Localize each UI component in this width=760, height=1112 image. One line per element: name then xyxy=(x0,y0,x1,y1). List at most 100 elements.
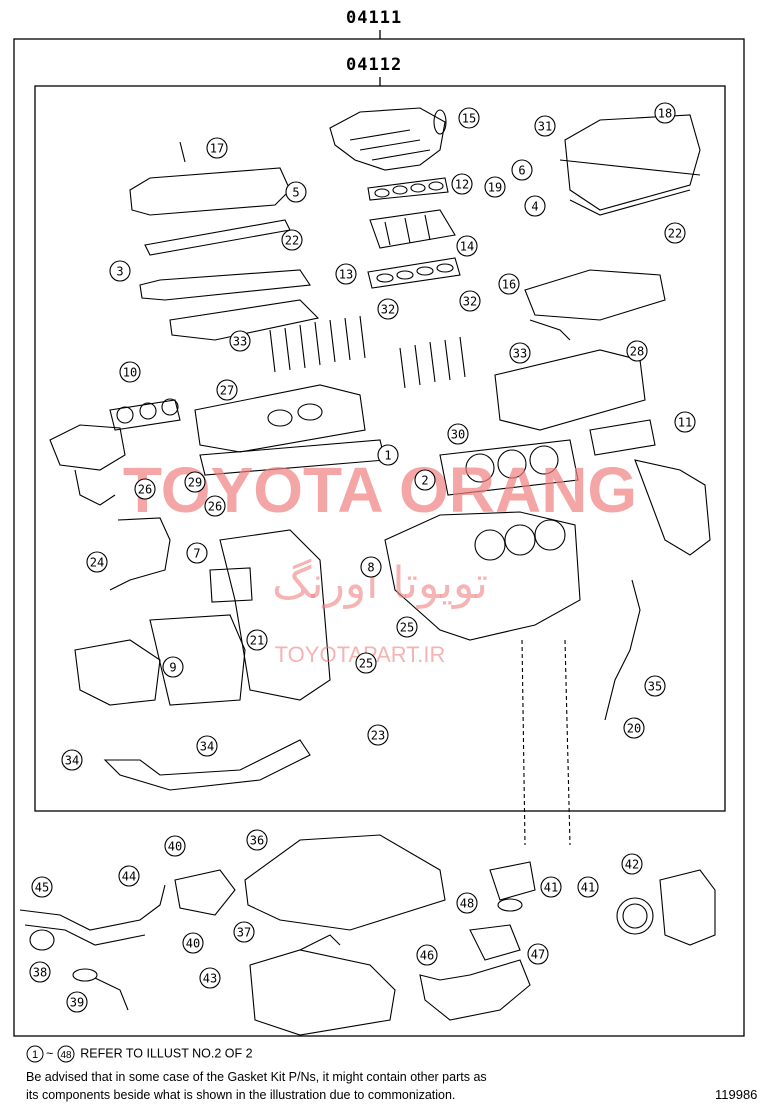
callout-circle xyxy=(281,229,303,251)
illustration-number: 119986 xyxy=(715,1087,758,1102)
callout-number: 22 xyxy=(668,227,682,241)
callout-41: 41 xyxy=(577,876,599,898)
callout-27: 27 xyxy=(216,379,238,401)
callout-circle xyxy=(456,892,478,914)
callout-number: 34 xyxy=(65,754,79,768)
callout-circle xyxy=(164,835,186,857)
callout-number: 3 xyxy=(116,265,123,279)
callout-number: 45 xyxy=(35,881,49,895)
callout-34: 34 xyxy=(196,735,218,757)
callout-number: 37 xyxy=(237,926,251,940)
callout-12: 12 xyxy=(451,173,473,195)
callout-circle xyxy=(540,876,562,898)
callout-number: 29 xyxy=(188,476,202,490)
callout-circle xyxy=(184,471,206,493)
callout-number: 17 xyxy=(210,142,224,156)
callout-circle xyxy=(498,273,520,295)
callout-35: 35 xyxy=(644,675,666,697)
callout-circle xyxy=(335,263,357,285)
callout-29: 29 xyxy=(184,471,206,493)
callout-number: 32 xyxy=(381,303,395,317)
ref-end-number: 48 xyxy=(60,1050,72,1061)
callout-38: 38 xyxy=(29,961,51,983)
callout-number: 20 xyxy=(627,722,641,736)
callout-1: 1 xyxy=(377,444,399,466)
callout-circle xyxy=(458,107,480,129)
callout-number: 26 xyxy=(138,483,152,497)
callout-number: 35 xyxy=(648,680,662,694)
callout-15: 15 xyxy=(458,107,480,129)
callout-14: 14 xyxy=(456,235,478,257)
callout-number: 27 xyxy=(220,384,234,398)
callout-circle xyxy=(355,652,377,674)
callout-number: 25 xyxy=(359,657,373,671)
advice-line-1: Be advised that in some case of the Gask… xyxy=(26,1070,487,1084)
parts-lineart xyxy=(19,107,716,1036)
callout-5: 5 xyxy=(285,181,307,203)
callout-25: 25 xyxy=(396,616,418,638)
callout-circle xyxy=(66,991,88,1013)
callout-24: 24 xyxy=(86,551,108,573)
callout-circle xyxy=(360,556,382,578)
callout-10: 10 xyxy=(119,361,141,383)
callout-36: 36 xyxy=(246,829,268,851)
callout-circle xyxy=(29,961,51,983)
callout-number: 32 xyxy=(463,295,477,309)
callout-45: 45 xyxy=(31,876,53,898)
callout-circle xyxy=(367,724,389,746)
callout-number: 25 xyxy=(400,621,414,635)
callout-16: 16 xyxy=(498,273,520,295)
callout-6: 6 xyxy=(511,159,533,181)
callout-number: 14 xyxy=(460,240,474,254)
callout-number: 31 xyxy=(538,120,552,134)
callout-circle xyxy=(246,629,268,651)
callout-31: 31 xyxy=(534,115,556,137)
callout-circle xyxy=(229,330,251,352)
callout-21: 21 xyxy=(246,629,268,651)
callout-circle xyxy=(182,932,204,954)
callout-circle xyxy=(674,411,696,433)
callout-3: 3 xyxy=(109,260,131,282)
callout-number: 48 xyxy=(460,897,474,911)
callout-number: 46 xyxy=(420,949,434,963)
callout-26: 26 xyxy=(204,495,226,517)
callout-48: 48 xyxy=(456,892,478,914)
callout-number: 2 xyxy=(421,474,428,488)
callout-40: 40 xyxy=(164,835,186,857)
callout-circle xyxy=(246,829,268,851)
callout-33: 33 xyxy=(229,330,251,352)
callout-number: 1 xyxy=(384,449,391,463)
ref-start-number: 1 xyxy=(32,1049,38,1061)
callout-circle xyxy=(396,616,418,638)
callout-number: 6 xyxy=(518,164,525,178)
callout-circle xyxy=(626,340,648,362)
callout-circle xyxy=(456,235,478,257)
callout-circle xyxy=(621,853,643,875)
callout-39: 39 xyxy=(66,991,88,1013)
callout-circle xyxy=(644,675,666,697)
callout-number: 9 xyxy=(169,661,176,675)
callout-number: 28 xyxy=(630,345,644,359)
callout-circle xyxy=(109,260,131,282)
advice-line-2: its components beside what is shown in t… xyxy=(26,1088,456,1102)
callout-circle xyxy=(31,876,53,898)
inner-kit-code: 04112 xyxy=(346,55,403,75)
callout-circle xyxy=(664,222,686,244)
callout-number: 18 xyxy=(658,107,672,121)
callout-37: 37 xyxy=(233,921,255,943)
callout-number: 7 xyxy=(193,547,200,561)
callout-circle xyxy=(577,876,599,898)
callout-22: 22 xyxy=(281,229,303,251)
callout-number: 12 xyxy=(455,178,469,192)
callout-circle xyxy=(511,159,533,181)
callout-43: 43 xyxy=(199,967,221,989)
callout-circle xyxy=(118,865,140,887)
callout-circle xyxy=(534,115,556,137)
callout-11: 11 xyxy=(674,411,696,433)
callout-47: 47 xyxy=(527,943,549,965)
callout-number: 19 xyxy=(488,181,502,195)
callout-circle xyxy=(216,379,238,401)
refer-note: 1 ~ 48 REFER TO ILLUST NO.2 OF 2 xyxy=(26,1045,253,1063)
